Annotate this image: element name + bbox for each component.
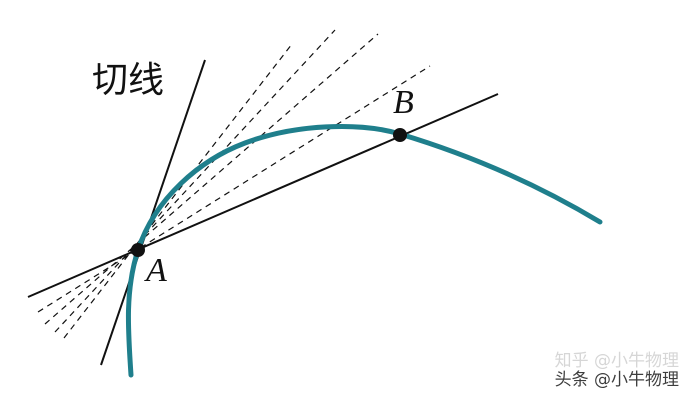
point-a-label: A (144, 252, 167, 289)
dashed-secant-line-1 (37, 65, 431, 313)
dashed-secant-line-4 (63, 43, 293, 339)
dashed-secant-group (37, 29, 431, 339)
dashed-secant-line-3 (54, 29, 336, 333)
tangent-line (100, 59, 206, 366)
secant-line-ab (27, 93, 499, 298)
point-b-dot (393, 128, 407, 142)
tangent-label: 切线 (92, 60, 164, 101)
watermark: 知乎 @小牛物理 头条 @小牛物理 (555, 351, 679, 390)
watermark-toutiao: 头条 @小牛物理 (554, 369, 679, 390)
point-a-dot (131, 243, 145, 257)
point-b-label: B (393, 84, 414, 121)
curve (125, 124, 603, 378)
dashed-secant-line-2 (44, 33, 379, 325)
watermark-zhihu: 知乎 @小牛物理 (554, 351, 679, 372)
